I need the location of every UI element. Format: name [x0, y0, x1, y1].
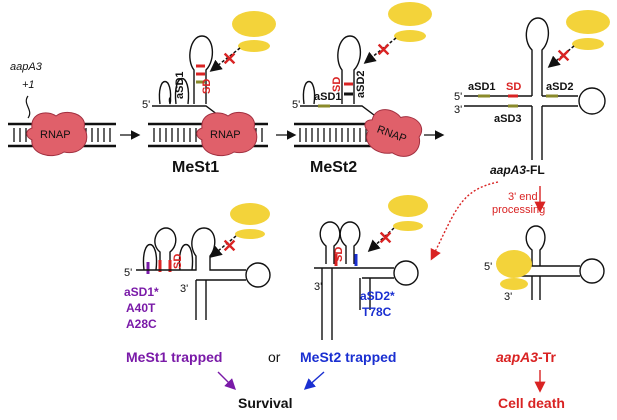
ribosome-icon — [232, 11, 276, 52]
tr-label: aapA3-Tr — [496, 349, 556, 365]
rnap-label: RNAP — [40, 129, 71, 141]
sd-label: SD — [333, 247, 345, 262]
asd2-label: aSD2 — [546, 81, 574, 93]
mutation-a28c: A28C — [126, 317, 157, 331]
three-prime-label: 3' — [504, 291, 512, 303]
or-label: or — [268, 349, 281, 365]
five-prime-label: 5' — [142, 99, 150, 111]
blocked-x-icon: ✕ — [378, 228, 393, 248]
tss-label: +1 — [22, 79, 35, 91]
survival-label: Survival — [238, 395, 292, 411]
sd-label: SD — [201, 79, 213, 94]
panel-mest1-trapped: ✕ 5' 3' SD aSD1* A40T A28C — [124, 203, 271, 331]
panel-full-length: ✕ 5' 3' aSD1 SD aSD2 aSD3 aapA3-FL — [454, 10, 610, 177]
arrow-icon — [209, 47, 241, 72]
arrow-icon — [363, 37, 397, 64]
panel-mest1: ✕ 5' aSD1 SD RNAP MeSt1 — [142, 11, 276, 176]
gene-name-label: aapA3 — [10, 61, 43, 73]
arrow-icon — [547, 45, 575, 68]
arrow-icon — [430, 181, 499, 261]
rnap-icon: RNAP — [196, 112, 258, 156]
asd1-star-label: aSD1* — [124, 285, 159, 299]
ribosome-icon — [388, 195, 428, 231]
ribosome-icon — [496, 250, 532, 290]
fl-label: aapA3-FL — [490, 163, 545, 177]
three-prime-label: 3' — [454, 104, 462, 116]
blocked-x-icon: ✕ — [376, 40, 391, 60]
asd2-star-label: aSD2* — [360, 289, 395, 303]
three-prime-label: 3' — [314, 281, 322, 293]
panel-mest2-trapped: ✕ 3' SD aSD2* T78C — [314, 195, 428, 340]
sd-label: SD — [506, 81, 521, 93]
panel-mest2: ✕ 5' aSD1 SD aSD2 RNAP MeSt2 — [292, 2, 432, 176]
rnap-icon: RNAP — [26, 112, 88, 156]
arrow-icon — [303, 371, 325, 390]
processing-label-1: 3' end — [508, 191, 538, 203]
ribosome-icon — [566, 10, 610, 50]
arrow-icon — [367, 227, 395, 253]
sd-label: SD — [172, 254, 184, 269]
ribosome-icon — [230, 203, 270, 239]
mest2-trapped-label: MeSt2 trapped — [300, 349, 396, 365]
asd1-label: aSD1 — [314, 91, 342, 103]
nascent-rna — [25, 95, 31, 119]
five-prime-label: 5' — [124, 267, 132, 279]
three-prime-label: 3' — [180, 283, 188, 295]
asd2-label: aSD2 — [355, 70, 367, 98]
blocked-x-icon: ✕ — [222, 49, 237, 69]
asd1-label: aSD1 — [468, 81, 496, 93]
five-prime-label: 5' — [292, 99, 300, 111]
blocked-x-icon: ✕ — [556, 46, 571, 66]
mutation-a40t: A40T — [126, 301, 156, 315]
panel-transcription-start: aapA3 +1 RNAP — [8, 61, 116, 156]
asd1-label: aSD1 — [174, 71, 186, 99]
arrow-icon — [209, 235, 237, 258]
panel-truncated: 5' 3' — [484, 225, 605, 303]
asd3-label: aSD3 — [494, 113, 522, 125]
rnap-icon: RNAP — [364, 109, 423, 157]
mest1-label: MeSt1 — [172, 159, 219, 176]
arrow-icon — [217, 371, 236, 390]
sd-label: SD — [331, 77, 343, 92]
blocked-x-icon: ✕ — [222, 236, 237, 256]
ribosome-icon — [388, 2, 432, 42]
rnap-label: RNAP — [210, 129, 241, 141]
five-prime-label: 5' — [484, 261, 492, 273]
mest2-label: MeSt2 — [310, 159, 357, 176]
mutation-t78c: T78C — [362, 305, 392, 319]
mest1-trapped-label: MeSt1 trapped — [126, 349, 222, 365]
processing-label-2: processing — [492, 204, 545, 216]
cell-death-label: Cell death — [498, 395, 565, 411]
five-prime-label: 5' — [454, 91, 462, 103]
